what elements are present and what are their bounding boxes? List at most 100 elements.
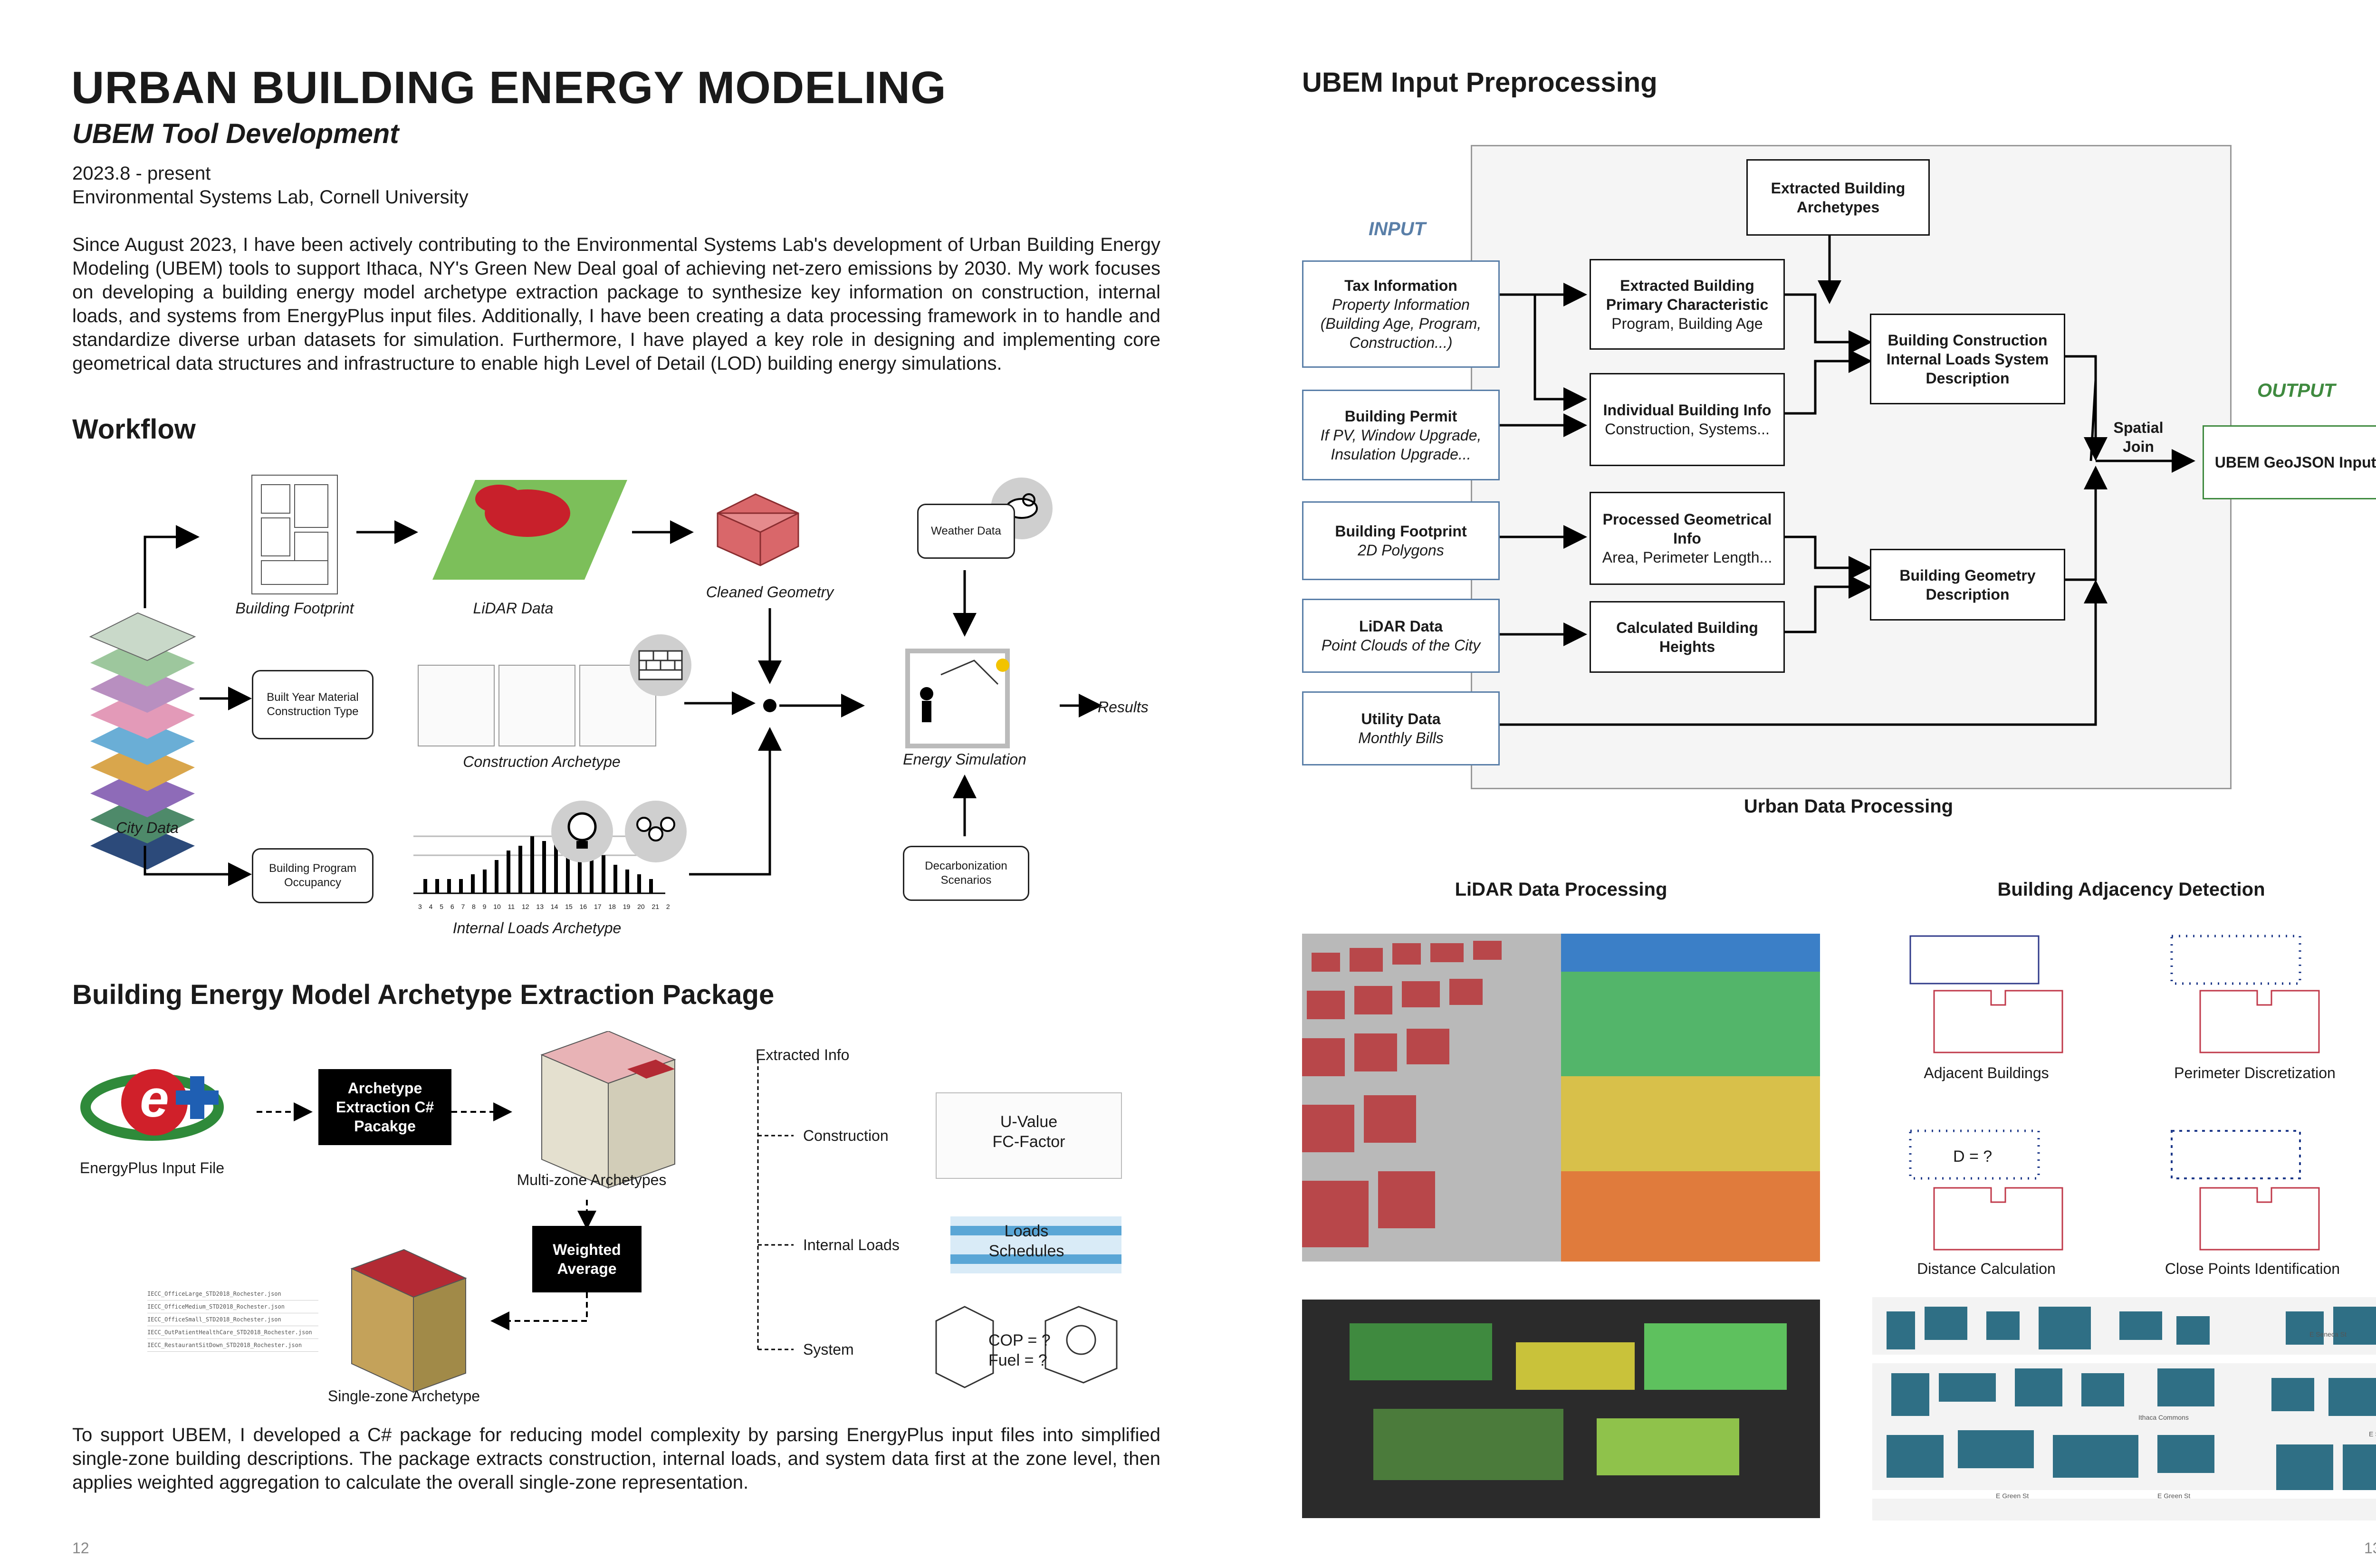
input-label: INPUT <box>1369 219 1426 239</box>
map-street-label: E Green St <box>1996 1492 2029 1500</box>
city-data-label: City Data <box>116 819 179 836</box>
loads-text: Loads Schedules <box>979 1221 1074 1261</box>
map-street-label: E Green St <box>2157 1492 2191 1500</box>
file-item: IECC_OfficeMedium_STD2018_Rochester.json <box>147 1300 318 1313</box>
package-diagram: e <box>80 1031 1122 1393</box>
histogram-tick-label: 8 <box>472 903 476 910</box>
histogram-tick-label: 9 <box>482 903 487 910</box>
histogram-tick-label: 4 <box>429 903 433 910</box>
internal-loads-label: Internal Loads Archetype <box>452 919 622 937</box>
extracted-info-tree <box>757 1060 794 1350</box>
page-number-right: 13 <box>2364 1539 2376 1557</box>
energyplus-label: EnergyPlus Input File <box>79 1159 225 1176</box>
built-year-box: Built Year Material Construction Type <box>252 670 374 739</box>
building-heights-box: Calculated Building Heights <box>1590 601 1785 673</box>
file-item: IECC_OutPatientHealthCare_STD2018_Roches… <box>147 1326 318 1339</box>
histogram-tick-label: 14 <box>550 903 558 910</box>
system-label: System <box>803 1341 854 1358</box>
map-street-label: E State <box>2369 1430 2376 1438</box>
construction-archetype-sheets-icon <box>418 665 656 746</box>
lidar-images <box>1302 934 1820 1518</box>
lab-name: Environmental Systems Lab, Cornell Unive… <box>72 187 469 208</box>
file-item: IECC_RestaurantSitDown_STD2018_Rochester… <box>147 1339 318 1352</box>
lidar-point-cloud-icon <box>432 480 627 580</box>
building-footprint-label: Building Footprint <box>235 600 354 617</box>
fuel-label: Fuel = ? <box>988 1351 1047 1369</box>
single-zone-label: Single-zone Archetype <box>327 1387 480 1405</box>
energy-simulation-label: Energy Simulation <box>903 751 1026 768</box>
adjacency-heading: Building Adjacency Detection <box>1997 879 2265 900</box>
weighted-average-box: Weighted Average <box>532 1226 642 1292</box>
multi-zone-label: Multi-zone Archetypes <box>517 1171 667 1188</box>
histogram-tick-label: 6 <box>450 903 454 910</box>
building-program-box: Building Program Occupancy <box>252 848 374 903</box>
archetypes-box: Extracted Building Archetypes <box>1746 159 1930 236</box>
package-heading: Building Energy Model Archetype Extracti… <box>72 979 775 1010</box>
geometry-description-box: Building Geometry Description <box>1870 549 2065 621</box>
u-value-label: U-Value <box>1000 1113 1058 1131</box>
workflow-heading: Workflow <box>72 414 196 445</box>
lightbulb-icon <box>551 801 613 862</box>
histogram-tick-label: 20 <box>637 903 645 910</box>
histogram-tick-label: 12 <box>522 903 529 910</box>
histogram-tick-label: 17 <box>594 903 602 910</box>
system-params-text: COP = ? Fuel = ? <box>988 1330 1051 1370</box>
histogram-tick-label: 13 <box>536 903 544 910</box>
construction-description-box: Building Construction Internal Loads Sys… <box>1870 314 2065 404</box>
page-number-left: 12 <box>72 1539 89 1557</box>
fc-factor-label: FC-Factor <box>992 1133 1065 1151</box>
archetype-extraction-box: Archetype Extraction C# Pacakge <box>318 1069 451 1145</box>
histogram-tick-label: 15 <box>565 903 573 910</box>
decarbonization-box: Decarbonization Scenarios <box>903 846 1029 901</box>
page-subtitle: UBEM Tool Development <box>72 118 399 149</box>
junction-dot <box>763 699 776 712</box>
extracted-info-label: Extracted Info <box>756 1046 850 1063</box>
results-label: Results <box>1098 698 1149 716</box>
urban-processing-label: Urban Data Processing <box>1744 796 1954 817</box>
archetype-file-list: IECC_OfficeLarge_STD2018_Rochester.json … <box>147 1288 318 1352</box>
construction-archetype-label: Construction Archetype <box>463 753 621 770</box>
date-range: 2023.8 - present <box>72 163 211 184</box>
histogram-tick-label: 21 <box>651 903 660 910</box>
construction-label: Construction <box>803 1127 889 1144</box>
close-points-label: Close Points Identification <box>2165 1260 2340 1277</box>
spatial-join-label: Spatial Join <box>2113 419 2164 455</box>
map-street-label: E Seneca St <box>2309 1330 2347 1338</box>
file-item: IECC_OfficeLarge_STD2018_Rochester.json <box>147 1288 318 1300</box>
svg-text:e: e <box>140 1070 169 1128</box>
u-value-text: U-Value FC-Factor <box>969 1112 1088 1152</box>
histogram-tick-label: 2 <box>666 903 670 910</box>
intro-paragraph: Since August 2023, I have been actively … <box>72 234 1160 374</box>
histogram-tick-label: 11 <box>508 903 515 910</box>
histogram-tick-label: 10 <box>493 903 501 910</box>
single-zone-building-icon <box>350 1249 467 1393</box>
histogram-tick-label: 3 <box>418 903 422 910</box>
hvac-units-icon <box>935 1306 1118 1388</box>
page-title: URBAN BUILDING ENERGY MODELING <box>71 62 947 113</box>
weather-data-box: Weather Data <box>917 504 1015 559</box>
cop-label: COP = ? <box>988 1331 1051 1349</box>
loads-schedule-heatmap-icon <box>950 1216 1121 1273</box>
map-street-label: Ithaca Commons <box>2138 1414 2189 1421</box>
file-item: IECC_OfficeSmall_STD2018_Rochester.json <box>147 1313 318 1326</box>
histogram-tick-label: 16 <box>579 903 587 910</box>
primary-characteristic-box: Extracted Building Primary Characteristi… <box>1590 259 1785 350</box>
preprocessing-flow-arrows <box>1497 233 2195 726</box>
adjacency-diagrams <box>1872 935 2376 1520</box>
output-label: OUTPUT <box>2257 380 2336 401</box>
occupants-icon <box>625 801 687 862</box>
multi-zone-building-icon <box>540 1031 676 1189</box>
internal-loads-item-label: Internal Loads <box>803 1236 900 1253</box>
internal-loads-histogram <box>413 832 665 894</box>
prep-heading: UBEM Input Preprocessing <box>1302 67 1657 98</box>
histogram-tick-label: 18 <box>608 903 616 910</box>
distance-label: Distance Calculation <box>1917 1260 2056 1277</box>
schedules-label: Schedules <box>988 1242 1064 1260</box>
